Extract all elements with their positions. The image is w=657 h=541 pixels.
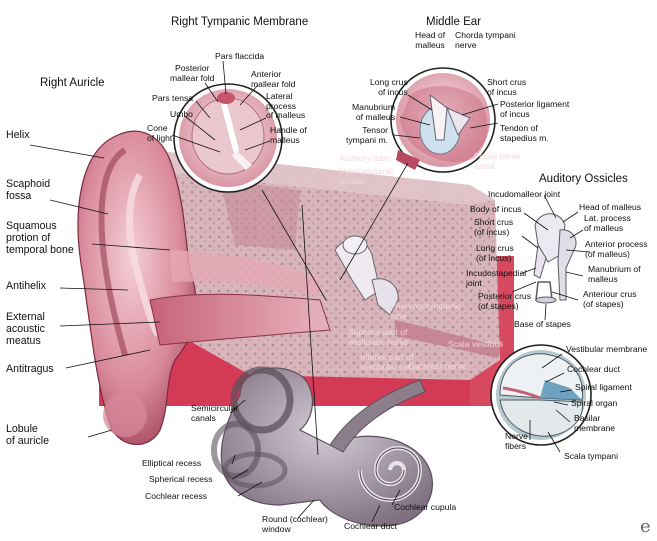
label-os-long-crus: Long crus (of incus) bbox=[476, 243, 514, 263]
label-antihelix: Antihelix bbox=[6, 280, 47, 292]
label-cochlear-duct-bottom: Cochlear duct bbox=[344, 521, 398, 531]
label-elliptical-recess: Elliptical recess bbox=[142, 458, 202, 468]
label-lateral-process-malleus: Lateral process of malleus bbox=[266, 91, 306, 121]
label-cone-of-light: Cone of light bbox=[147, 123, 173, 143]
label-pars-tensa: Pars tensa bbox=[152, 93, 194, 103]
label-me-head-of-malleus: Head of malleus bbox=[415, 30, 446, 50]
label-incudomalleor-joint: Incudomalleor joint bbox=[488, 189, 561, 199]
label-semicircular-canals: Semicircular canals bbox=[191, 403, 239, 423]
label-me-short-crus-incus: Short crus of incus bbox=[487, 77, 527, 97]
label-spiral-organ: Spiral organ bbox=[571, 398, 618, 408]
label-spherical-recess: Spherical recess bbox=[149, 474, 213, 484]
label-superior-vestibular-nerve: Superior part of vestibular nerve bbox=[348, 327, 409, 347]
label-tensor-tympani: Tensor tympani m. bbox=[346, 125, 389, 145]
label-round-window: Round (cochlear) window bbox=[262, 514, 328, 534]
ossicles-in-situ bbox=[334, 235, 399, 316]
label-facial-nerve-canal: Facial nerve canal bbox=[474, 151, 521, 171]
label-chorda-tympani: Chorda tympani nerve bbox=[455, 30, 516, 50]
label-handle-of-malleus: Handle of malleus bbox=[270, 125, 307, 145]
canal-roof bbox=[170, 250, 320, 296]
label-scala-tympani: Scala tympani bbox=[564, 451, 618, 461]
tympanic-inset bbox=[173, 83, 283, 193]
label-posterior-ligament-incus: Posterior ligament of incus bbox=[500, 99, 570, 119]
label-pars-flaccida: Pars flaccida bbox=[215, 51, 265, 61]
pharyngotympanic-tube bbox=[395, 320, 500, 358]
label-os-manubrium: Manubrium of malleus bbox=[588, 264, 641, 284]
label-vestibular-membrane: Vestibular membrane bbox=[566, 344, 648, 354]
label-basilar-membrane: Basilar membrane bbox=[574, 413, 616, 433]
label-helix: Helix bbox=[6, 129, 30, 141]
label-incudostapedial-joint: Incudostapedial joint bbox=[466, 268, 527, 288]
heading-tympanic-membrane: Right Tympanic Membrane bbox=[171, 16, 309, 28]
heading-auditory-ossicles: Auditory Ossicles bbox=[539, 173, 628, 185]
label-anterior-process-malleus: Anterior process (of malleus) bbox=[585, 239, 648, 259]
label-base-of-stapes: Base of stapes bbox=[514, 319, 571, 329]
middle-ear-inset bbox=[390, 67, 496, 173]
label-cochlear-nerve: Cochlear nerve bbox=[408, 361, 467, 371]
label-cochlear-cupula: Cochlear cupula bbox=[394, 502, 457, 512]
label-posterior-mallear-fold: Posterior mallear fold bbox=[170, 63, 215, 83]
label-anterior-mallear-fold: Anterior mallear fold bbox=[251, 69, 296, 89]
label-auditory-tube: Auditory tube bbox=[339, 153, 390, 163]
publisher-logo: e bbox=[640, 516, 651, 537]
label-external-acoustic-meatus: External acoustic meatus bbox=[6, 311, 45, 347]
label-me-long-crus-incus: Long crus of incus bbox=[370, 77, 408, 97]
heading-middle-ear: Middle Ear bbox=[426, 16, 481, 28]
label-anterior-crus-stapes: Anteriour crus (of stapes) bbox=[583, 289, 637, 309]
label-tendon-stapedius: Tendon of stapedius m. bbox=[500, 123, 549, 143]
leader-lines bbox=[29, 60, 591, 523]
label-nerve-fibers: Nerve fibers bbox=[505, 431, 528, 451]
label-hypotympanic-recess: Hypotympanic recess bbox=[339, 166, 394, 186]
label-os-head-of-malleus: Head of malleus bbox=[579, 202, 642, 212]
label-lobule-of-auricle: Lobule of auricle bbox=[6, 423, 49, 447]
label-squamous-portion: Squamous protion of temporal bone bbox=[6, 220, 74, 256]
label-body-of-incus: Body of incus bbox=[470, 204, 522, 214]
label-umbo: Umbo bbox=[170, 109, 193, 119]
helix-rim bbox=[98, 147, 128, 356]
labyrinth bbox=[211, 366, 433, 527]
label-lat-process-malleus: Lat. process of malleus bbox=[584, 213, 631, 233]
label-pharyngotympanic-tube: Pharyngotympanic tube bbox=[390, 301, 462, 321]
label-me-manubrium: Manubrium of malleus bbox=[352, 102, 395, 122]
label-scaphoid-fossa: Scaphoid fossa bbox=[6, 178, 51, 202]
heading-right-auricle: Right Auricle bbox=[40, 77, 105, 89]
antihelix-ridge bbox=[126, 173, 162, 337]
lobule-shape bbox=[103, 393, 147, 437]
label-os-short-crus: Short crus (of incus) bbox=[474, 217, 514, 237]
bone-cavity bbox=[220, 180, 300, 250]
label-scala-vestibuli: Scala vestibuli bbox=[448, 339, 503, 349]
label-spiral-ligament: Spiral ligament bbox=[575, 382, 632, 392]
label-antitragus: Antitragus bbox=[6, 363, 54, 375]
cochlea-inset bbox=[490, 344, 592, 446]
auditory-ossicles-illustration bbox=[533, 213, 577, 304]
label-co-cochlear-duct: Cochlear duct bbox=[567, 364, 621, 374]
auricle-shape bbox=[77, 130, 197, 445]
label-cochlear-recess: Cochlear recess bbox=[145, 491, 208, 501]
label-inferior-vestibular-nerve: Inferior part of vestibular nerve bbox=[360, 352, 421, 372]
ear-canal bbox=[149, 293, 331, 346]
label-posterior-crus-stapes: Posterior crus (of stapes) bbox=[478, 291, 532, 311]
